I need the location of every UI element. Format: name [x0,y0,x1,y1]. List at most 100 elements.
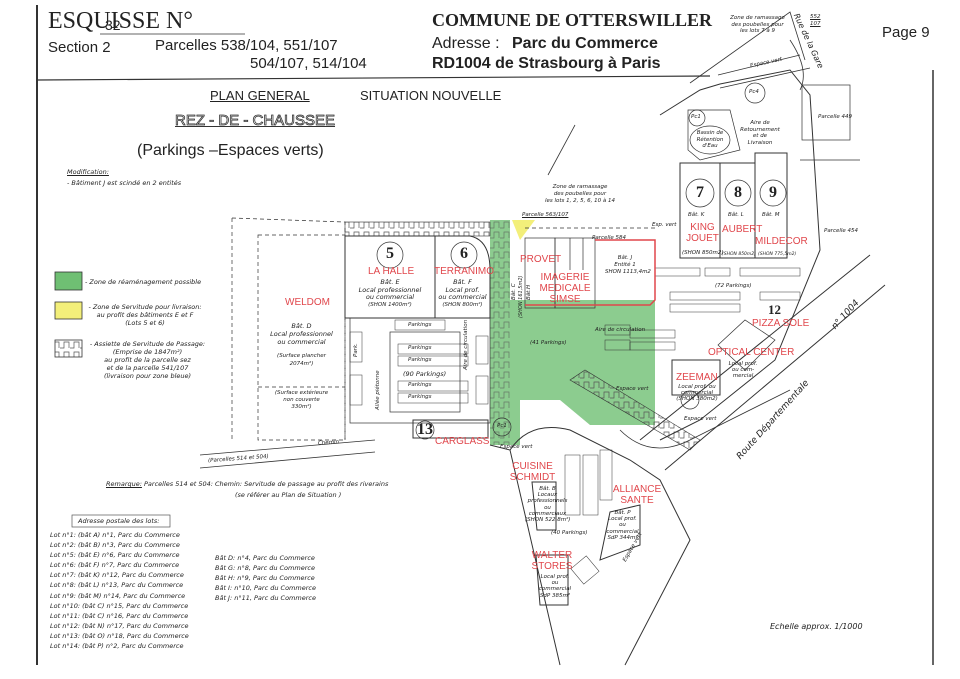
line: commerciaux [528,510,567,517]
line: Local prof. [728,361,758,367]
adresse-title: Adresse postale des lots: [78,517,160,525]
legend-yellow-line: (Lots 5 et 6) [125,319,165,327]
line: ou com- [731,367,755,373]
line: MEDICALE [539,283,591,294]
remarque-text2: (se référer au Plan de Situation ) [235,491,342,499]
modification-text: - Bâtiment J est scindé en 2 entités [67,179,182,187]
line: Bassin de [696,130,724,136]
address-row: Lot n°10: (bât C) n°15, Parc du Commerce [50,601,189,610]
esquisse-label: ESQUISSE N° [48,8,193,34]
zone-ramassage-main: Zone de ramassage des poubelles pour les… [515,184,645,205]
parcelles-line2: 504/107, 514/104 [250,55,367,72]
esp-vert: Esp. vert [652,222,677,228]
adresse-box [71,514,171,528]
desc: ou commercial [438,293,487,301]
legend-hatch-line: - Assiette de Servitude de Passage: [89,340,206,348]
tenant-provet: PROVET [520,254,562,265]
parcelles-line1: Parcelles 538/104, 551/107 [155,37,338,54]
address-row: Lot n°2: (bât B) n°3, Parc du Commerce [50,541,180,550]
line: SIMSE [549,294,581,305]
ext: non couverte [283,397,320,403]
building-n11: Local prof. ou com- mercial [728,361,758,379]
remarque: Remarque: Parcelles 514 et 504: Chemin: … [106,480,388,488]
shon: (SHON 522,8m²) [525,517,571,524]
bat-label: Bât. P [614,510,631,516]
bat-label: Bât. F [453,278,472,286]
address-row: Lot n°1: (bât A) n°1, Parc du Commerce [50,531,180,539]
legend-hatch-line: et de la parcelle 541/107 [106,364,189,372]
tenant-imagerie: IMAGERIE MEDICALE SIMSE [535,272,595,305]
parkings-count-90: (90 Parkings) [403,370,447,378]
parkings-count-41: (41 Parkings) [530,340,567,346]
page-number: Page 9 [882,24,930,41]
line: Aire de [750,120,770,126]
parcelle-454: Parcelle 454 [824,228,859,234]
line: ou [619,522,626,529]
zone-ramassage-top: Zone de ramassage des poubelles pour les… [720,15,795,35]
desc: ou commercial [365,293,415,301]
entite: Entité 1 [614,262,636,268]
lot-number-6: 6 [460,245,468,262]
legend-yellow: - Zone de Servitude pour livraison: au p… [85,303,205,327]
address-row: Bât I: n°10, Parc du Commerce [215,584,316,593]
legend-hatch-line: (livraison pour zone bleue) [103,372,192,380]
shon-m: (SHON 775,5m2) [758,252,797,257]
scale: Echelle approx. 1/1000 [770,622,863,631]
lot-number-7: 7 [696,184,704,201]
pc4-label: Pc4 [749,89,759,95]
surface: 2074m²) [289,361,314,367]
bat-label: Bât. J [617,255,633,261]
tenant-alliance-sante: ALLIANCE SANTE [612,484,662,506]
plan-general: PLAN GENERAL [210,88,310,103]
espace-vert: Espace vert [616,386,649,392]
shon-l: (SHON 850m2) [722,252,756,257]
building-l: Bât. L [728,212,744,218]
situation: SITUATION NOUVELLE [360,88,502,103]
line: d'Eau [702,143,718,149]
legend-hatch-line: (Emprise de 1847m²) [112,348,183,356]
espace-vert: Espace vert [500,444,533,450]
surface: (Surface plancher [277,353,326,359]
legend-hatch: - Assiette de Servitude de Passage: (Emp… [85,340,210,380]
rez-de-chaussee: REZ - DE - CHAUSSEE [175,112,336,130]
line: WALTER [531,550,573,561]
bat-label: Bât. E [380,278,400,286]
bat-label: Bât. B [539,486,556,492]
line: les lots 7 à 9 [739,28,776,34]
shon: (SHON 800m²) [442,301,483,308]
lot-number-8: 8 [734,184,742,201]
subtitle: (Parkings –Espaces verts) [137,142,324,159]
line: SCHMIDT [509,472,556,483]
commune: COMMUNE DE OTTERSWILLER [432,10,713,30]
ext: (Surface extérieure [274,390,329,396]
ext: 330m²) [291,404,312,410]
parkings-label: Parkings [408,345,432,351]
line: commercial [680,390,714,396]
parkings-label: Parkings [408,322,432,328]
parcelle-449: Parcelle 449 [818,114,853,120]
line: ou [544,504,551,511]
modification-label: Modification: [67,168,109,176]
line: commercial [606,528,639,535]
section: Section 2 [48,39,111,56]
frame [36,5,934,665]
line: STORES [531,561,573,572]
line: Rétention [696,136,724,143]
legend-green-swatch [54,271,83,291]
aire-circulation: Aire de circulation [595,327,646,333]
tenant-optical-center: OPTICAL CENTER [708,347,795,358]
address-row: Lot n°12: (bât N) n°17, Parc du Commerce [50,621,189,630]
desc: Local professionnel [358,285,422,294]
parkings-label: Parkings [408,357,432,363]
line: Zone de ramassage [730,15,785,21]
aire-circulation: Aire de circulation [463,319,469,370]
address-row: Bât J: n°11, Parc du Commerce [215,594,316,603]
line: SANTE [620,495,654,506]
tenant-la-halle: LA HALLE [368,266,415,277]
line: Locaux [537,492,558,499]
line: Livraison [747,139,773,146]
bat-label: Bât. D [291,322,312,330]
